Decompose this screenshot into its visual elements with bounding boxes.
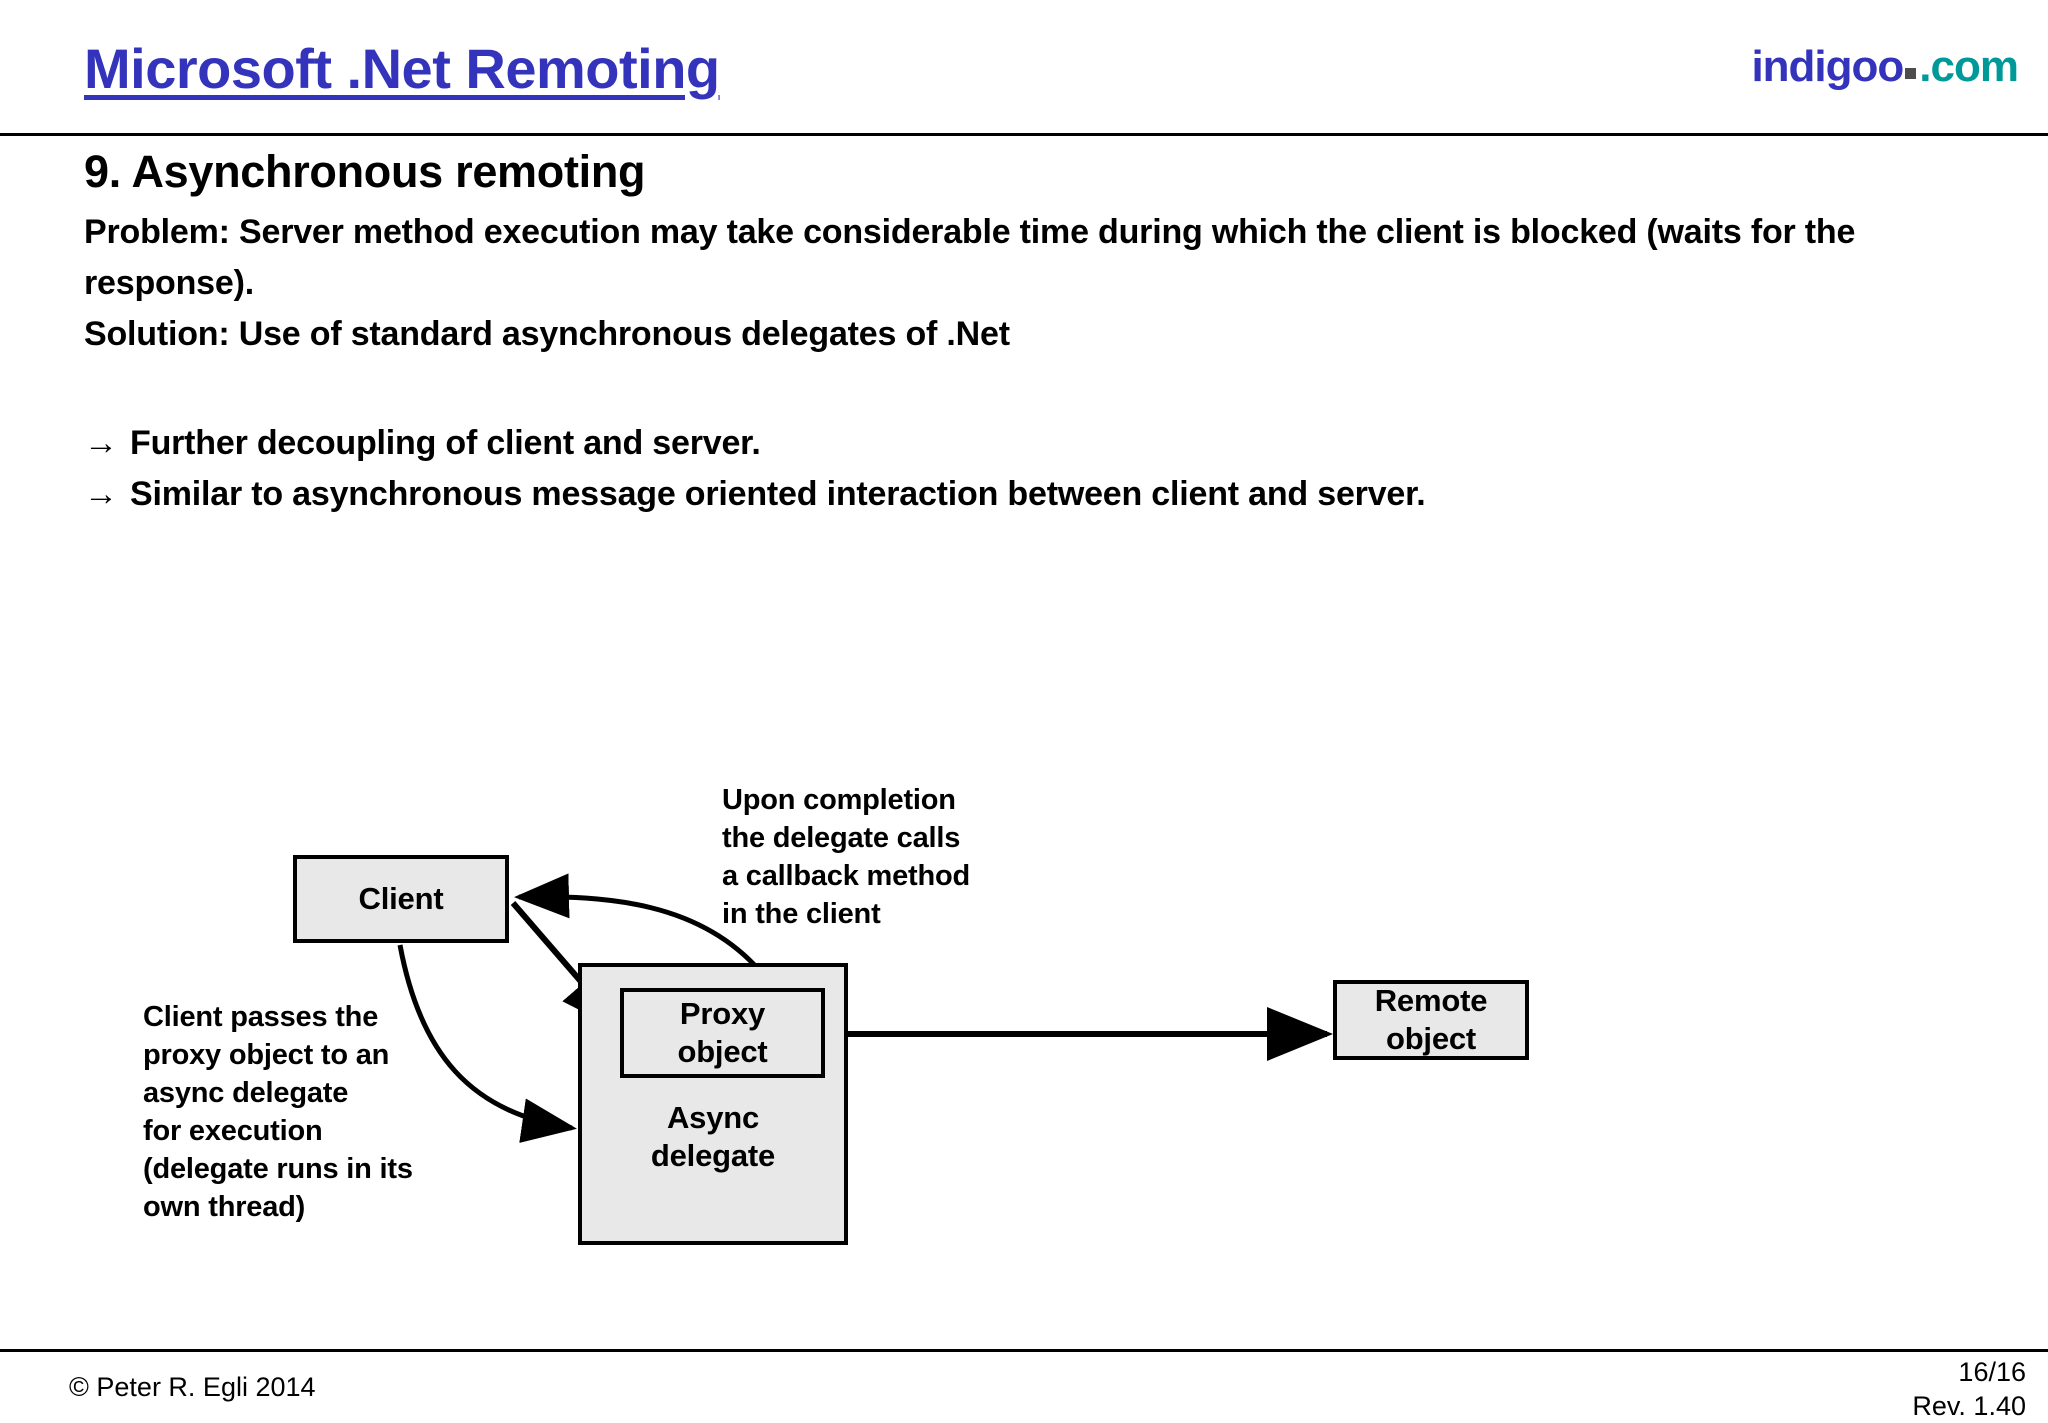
- intro-paragraph: Problem: Server method execution may tak…: [84, 213, 1856, 353]
- bullet-text: Further decoupling of client and server.: [130, 424, 761, 462]
- page-number: 16/16: [1958, 1357, 2026, 1387]
- copyright-text: © Peter R. Egli 2014: [69, 1372, 316, 1402]
- callback-annotation: Upon completion the delegate calls a cal…: [722, 784, 971, 930]
- async-remoting-diagram: Async delegate Client Proxy object Remot…: [0, 753, 2048, 1273]
- client-label: Client: [358, 881, 444, 916]
- pass-proxy-annotation: Client passes the proxy object to an asy…: [143, 1001, 413, 1223]
- remote-object-label: Remote object: [1374, 983, 1488, 1056]
- list-item: → Further decoupling of client and serve…: [84, 418, 1964, 469]
- arrow-right-icon: →: [84, 475, 118, 513]
- bullet-text: Similar to asynchronous message oriented…: [130, 475, 1426, 513]
- header-divider: [0, 133, 2048, 136]
- proxy-object-box: Proxy object: [620, 988, 825, 1078]
- list-item: → Similar to asynchronous message orient…: [84, 469, 1964, 520]
- proxy-object-label: Proxy object: [677, 996, 768, 1069]
- async-delegate-label: Async delegate: [650, 1100, 776, 1173]
- bullet-list: → Further decoupling of client and serve…: [84, 418, 1964, 520]
- page-header: Microsoft .Net Remoting indigoo .com: [0, 0, 2048, 133]
- brand-logo: indigoo .com: [1751, 42, 2019, 92]
- brand-tld: .com: [1919, 42, 2019, 91]
- client-box: Client: [293, 855, 509, 943]
- footer-divider: [0, 1349, 2048, 1352]
- page-meta: 16/16 Rev. 1.40: [1912, 1355, 2026, 1423]
- revision-number: Rev. 1.40: [1912, 1391, 2026, 1421]
- page-title: Microsoft .Net Remoting: [84, 37, 720, 100]
- brand-name: indigoo: [1751, 42, 1904, 91]
- remote-object-box: Remote object: [1333, 980, 1529, 1060]
- brand-dot-icon: [1905, 68, 1917, 79]
- client-to-async-arrow: [397, 944, 577, 1143]
- arrow-right-icon: →: [84, 424, 118, 462]
- callback-arrow: [514, 873, 762, 973]
- section-heading: 9. Asynchronous remoting: [84, 146, 646, 197]
